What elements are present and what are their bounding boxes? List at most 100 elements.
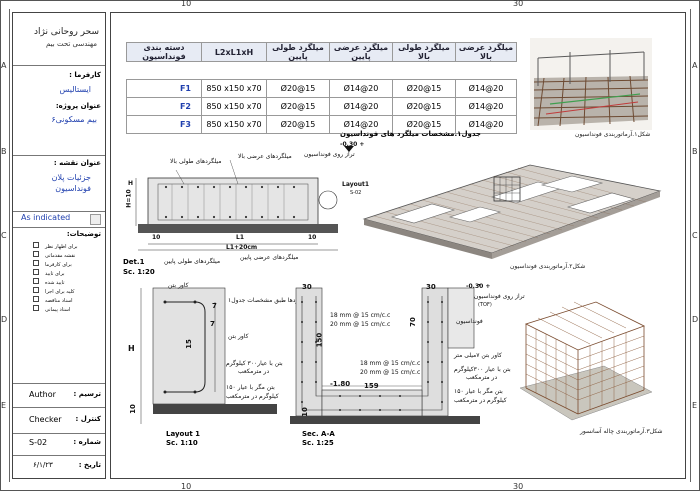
det1-scale: Sc. 1:20 xyxy=(123,268,155,276)
col-header-category: دسته بندی فونداسیون xyxy=(126,42,202,62)
seca-dim-150: 150 xyxy=(315,332,324,348)
row-letter-d-right: D xyxy=(692,315,699,324)
seca-level-tag: (TOF) xyxy=(478,302,492,308)
table-row: F2 850 x150 x70 Ø20@15 Ø14@20 Ø20@15 Ø14… xyxy=(126,97,517,116)
det1-label-top-trans: میلگردهای عرضی بالا xyxy=(238,153,292,160)
checklist-item[interactable]: اسناد مناقصه xyxy=(33,296,105,305)
layout1-scale: Sc. 1:10 xyxy=(166,439,198,447)
author-cell: Author ترسیم : xyxy=(13,383,105,408)
checklist-item[interactable]: نقشه مقدماتی xyxy=(33,251,105,260)
row-letter-a-right: A xyxy=(692,61,698,70)
checklist-item[interactable]: اسناد پیمانی xyxy=(33,305,105,314)
table-row: F3 850 x150 x70 Ø20@15 Ø14@20 Ø20@15 Ø14… xyxy=(126,115,517,134)
company-name: سحر روحانی نژاد xyxy=(33,27,99,37)
notes-cell: توضیحات: برای اظهار نظر نقشه مقدماتی برا… xyxy=(13,227,105,384)
checkbox-icon[interactable] xyxy=(33,242,39,248)
author-label: ترسیم : xyxy=(73,390,101,398)
checklist-item[interactable]: کلیه برای اجرا xyxy=(33,287,105,296)
row-letter-d: D xyxy=(1,315,8,324)
det1-dim-h: H=10 xyxy=(125,189,133,208)
layout1-label-cover2: کاور بتن xyxy=(228,333,249,340)
checklist-item[interactable]: برای تایید xyxy=(33,269,105,278)
ruler-mark-10-bottom: 10 xyxy=(181,482,192,491)
checkbox-icon[interactable] xyxy=(33,287,39,293)
foundation-table: دسته بندی فونداسیون L2xL1xH میلگرد طولی … xyxy=(126,42,517,134)
seca-fnd-label: فونداسیون xyxy=(456,318,483,325)
row-letter-e: E xyxy=(1,401,7,410)
seca-bar-1: 18 mm @ 15 cm/c.c xyxy=(330,312,391,319)
ruler-mark-10: 10 xyxy=(181,0,192,8)
seca-dim-10: 10 xyxy=(300,407,309,417)
seca-level-bottom: -1.80 xyxy=(330,380,351,388)
checkbox-icon[interactable] xyxy=(33,296,39,302)
seca-scale: Sc. 1:25 xyxy=(302,439,334,447)
rebar-perspective-image xyxy=(530,38,652,130)
checkbox-icon[interactable] xyxy=(33,278,39,284)
det1-layout-tag[interactable]: Layout1 xyxy=(342,181,370,188)
drawing-area xyxy=(110,12,686,479)
table-caption: جدول۱.مشخصات میلگرد های فونداسیون xyxy=(340,130,481,138)
section-aa-drawing xyxy=(290,284,480,424)
seca-note-2: بتن با عیار ۳۰۰کیلوگرم xyxy=(454,366,511,373)
seca-bar-2: 20 mm @ 15 cm/c.c xyxy=(330,321,391,328)
col-header-top-long: میلگرد طولی بالا xyxy=(392,42,456,62)
scale-value: As indicated xyxy=(21,213,71,222)
sheet-title-cell: عنوان نقشه : جزئیات پلان فونداسیون xyxy=(13,155,105,212)
checkbox-icon[interactable] xyxy=(33,269,39,275)
det1-level-note: تراز روی فونداسیون xyxy=(304,151,355,158)
det1-dim-l1b: L1+20cm xyxy=(226,244,258,251)
checkbox-icon[interactable] xyxy=(33,305,39,311)
checker-cell: Checker کنترل : xyxy=(13,407,105,434)
table-header-row: دسته بندی فونداسیون L2xL1xH میلگرد طولی … xyxy=(126,42,517,62)
checker-value: Checker xyxy=(29,415,62,424)
client-label: کارفرما : xyxy=(69,71,101,79)
top-ruler: 10 30 xyxy=(8,0,692,9)
seca-level-note: تراز روی فونداسیون xyxy=(474,293,525,300)
seca-dim-30b: 30 xyxy=(426,283,436,291)
seca-bar-4: 20 mm @ 15 cm/c.c xyxy=(360,369,421,376)
scale-cell: As indicated xyxy=(13,211,105,228)
sheet-title-label: عنوان نقشه : xyxy=(53,159,101,167)
det1-level: -0.30 + xyxy=(340,141,365,148)
layout1-dim-7a: 7 xyxy=(212,302,217,310)
row-letter-e-right: E xyxy=(692,401,698,410)
layout1-note1: بتن با عیار۳۰۰ کیلوگرم xyxy=(226,360,283,367)
layout1-note2b: کیلوگرم در مترمکعب xyxy=(226,393,279,400)
image1-caption: شکل۱.آرماتوربندی فونداسیون xyxy=(575,131,651,138)
det1-drawing xyxy=(135,146,354,251)
project-label: عنوان پروژه: xyxy=(55,102,101,110)
checklist-item[interactable]: تایید شده xyxy=(33,278,105,287)
det1-dim-l1: L1 xyxy=(236,234,244,241)
sheet-title-line-2: فونداسیون xyxy=(55,184,91,193)
seca-dim-159: 159 xyxy=(364,382,379,390)
client-project-cell: کارفرما : ایستالیس عنوان پروژه: بیم مسکو… xyxy=(13,65,105,156)
row-letter-c: C xyxy=(1,231,7,240)
checker-label: کنترل : xyxy=(75,415,101,423)
checklist-item[interactable]: برای اظهار نظر xyxy=(33,242,105,251)
checkbox-icon[interactable] xyxy=(33,260,39,266)
number-cell: S-02 شماره : xyxy=(13,433,105,456)
title-block: سحر روحانی نژاد مهندسی تحت بیم کارفرما :… xyxy=(12,12,106,479)
det1-dim-10b: 10 xyxy=(308,234,317,241)
seca-level: -0.30 + xyxy=(466,283,491,290)
det1-dim-h2: H xyxy=(128,180,134,187)
det1-label-top-long: میلگردهای طولی بالا xyxy=(170,158,222,165)
seca-note-3b: کیلوگرم در مترمکعب xyxy=(454,397,507,404)
det1-label-bottom-long: میلگردهای طولی پایین xyxy=(164,258,221,265)
layout1-label-cover: کاور بتن xyxy=(168,282,189,289)
layout1-note2: بتن مگر با عیار ۱۵۰ xyxy=(226,384,275,391)
right-row-ruler: A B C D E xyxy=(690,9,700,482)
seca-note-2b: در مترمکعب xyxy=(466,374,498,381)
layout1-drawing xyxy=(140,287,277,424)
layout1-dim-h: H xyxy=(128,344,135,353)
checklist-item[interactable]: برای کارفرما xyxy=(33,260,105,269)
row-letter-a: A xyxy=(1,61,7,70)
left-row-ruler: A B C D E xyxy=(0,9,10,482)
scale-icon xyxy=(90,214,101,225)
company-subtitle: مهندسی تحت بیم xyxy=(46,40,97,48)
checkbox-icon[interactable] xyxy=(33,251,39,257)
layout1-dim-10: 10 xyxy=(128,404,137,414)
col-header-bottom-trans: میلگرد عرضی پایین xyxy=(329,42,393,62)
layout1-dim-15: 15 xyxy=(184,339,193,349)
bottom-ruler: 10 30 xyxy=(8,482,692,491)
